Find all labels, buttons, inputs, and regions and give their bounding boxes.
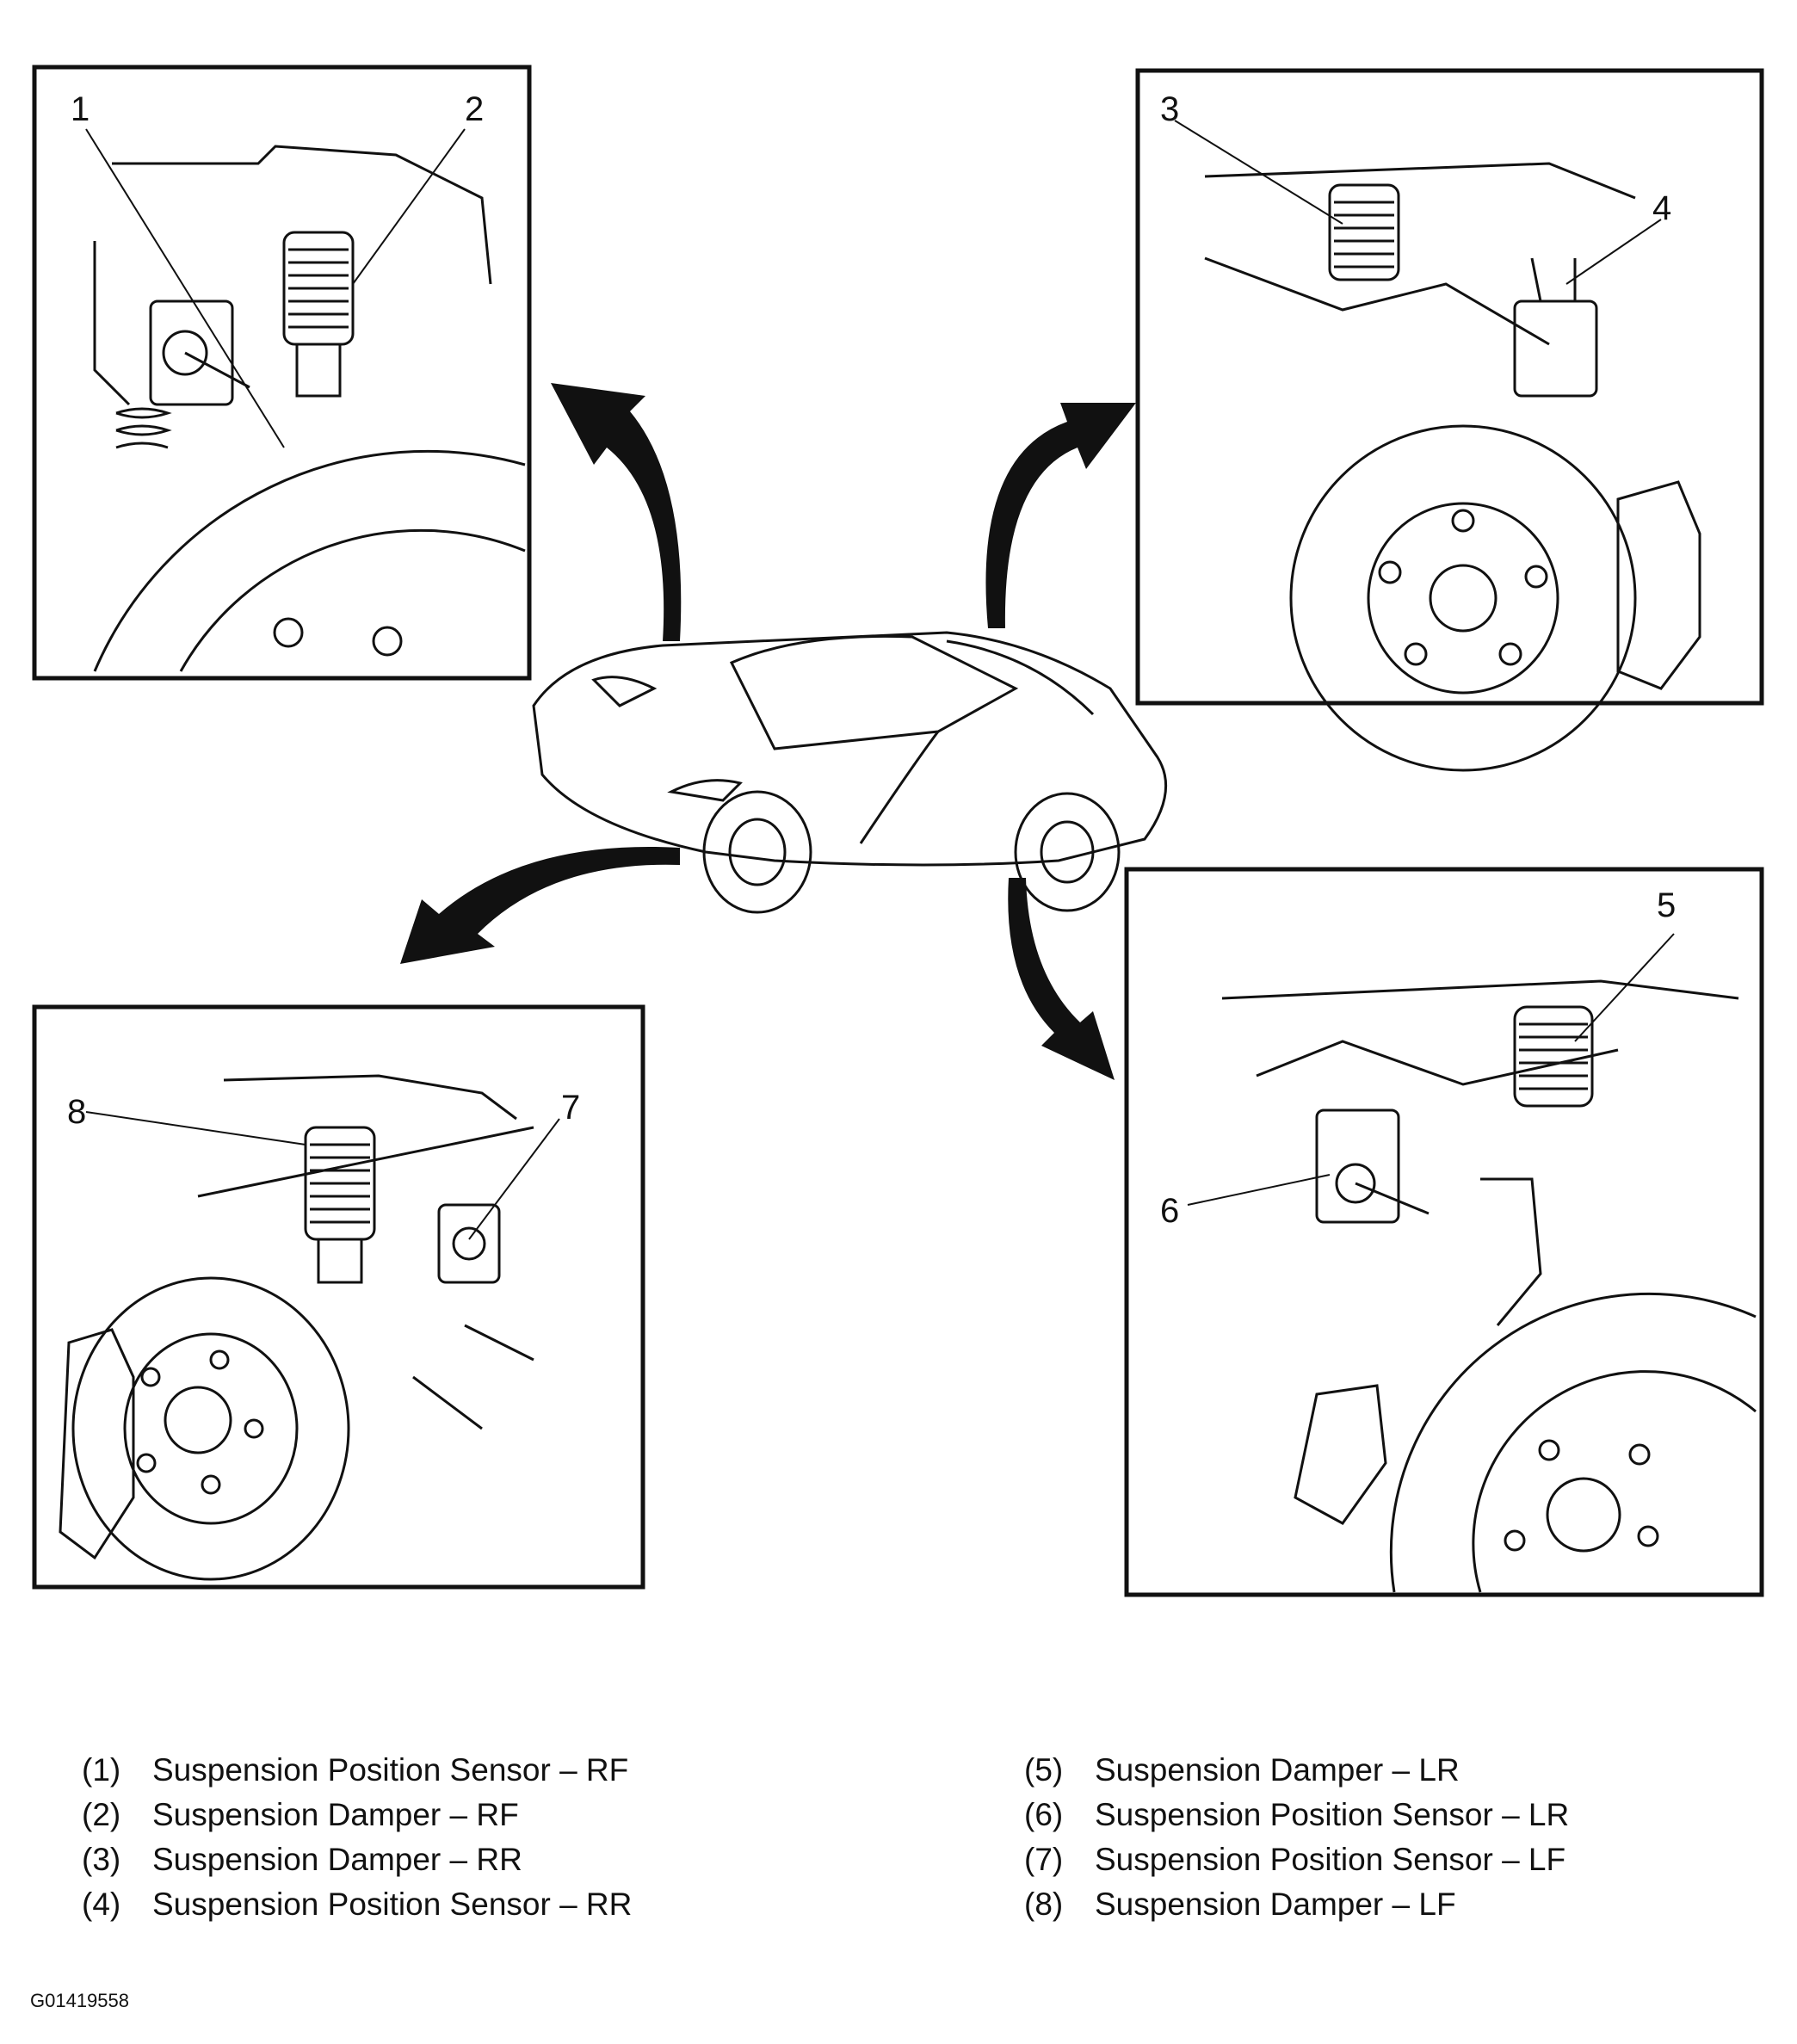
legend-item-6: (6) Suspension Position Sensor – LR — [1024, 1796, 1569, 1834]
legend-text: Suspension Damper – LR — [1095, 1752, 1460, 1788]
damper-rf — [282, 231, 355, 398]
callout-7: 7 — [561, 1089, 580, 1127]
sensor-rr — [1513, 257, 1598, 398]
damper-rr — [1328, 183, 1400, 281]
inset-lf — [32, 1004, 645, 1590]
legend-text: Suspension Damper – LF — [1095, 1887, 1456, 1922]
arrow-to-rr — [985, 403, 1136, 628]
legend-num: (4) — [82, 1887, 121, 1922]
legend-item-1: (1) Suspension Position Sensor – RF — [82, 1751, 628, 1789]
legend-text: Suspension Damper – RF — [152, 1797, 519, 1832]
legend-text: Suspension Damper – RR — [152, 1842, 522, 1877]
legend-text: Suspension Position Sensor – RR — [152, 1887, 633, 1922]
sensor-rf — [149, 299, 250, 406]
legend-item-3: (3) Suspension Damper – RR — [82, 1841, 522, 1879]
callout-1: 1 — [71, 90, 90, 128]
inset-rr — [1135, 68, 1764, 772]
legend-num: (7) — [1024, 1842, 1064, 1877]
legend-item-2: (2) Suspension Damper – RF — [82, 1796, 519, 1834]
legend-text: Suspension Position Sensor – RF — [152, 1752, 629, 1788]
callout-8: 8 — [67, 1093, 86, 1131]
arrow-to-lr — [1008, 878, 1115, 1080]
sensor-lr — [1315, 1108, 1430, 1224]
callout-4: 4 — [1652, 189, 1671, 227]
legend: (1) Suspension Position Sensor – RF (2) Su… — [0, 1751, 1797, 1941]
legend-item-5: (5) Suspension Damper – LR — [1024, 1751, 1460, 1789]
legend-text: Suspension Position Sensor – LF — [1095, 1842, 1566, 1877]
legend-item-4: (4) Suspension Position Sensor – RR — [82, 1886, 632, 1924]
callout-6: 6 — [1160, 1192, 1179, 1230]
inset-lr — [1124, 867, 1764, 1597]
legend-item-8: (8) Suspension Damper – LF — [1024, 1886, 1456, 1924]
sensor-lf — [437, 1203, 501, 1284]
callout-5: 5 — [1657, 886, 1676, 924]
legend-num: (8) — [1024, 1887, 1064, 1922]
legend-num: (1) — [82, 1752, 121, 1788]
callout-2: 2 — [465, 90, 484, 128]
arrow-to-lf — [400, 846, 680, 964]
legend-num: (6) — [1024, 1797, 1064, 1832]
suspension-diagram: 1 2 3 4 — [32, 65, 1764, 1597]
damper-lf — [304, 1126, 376, 1284]
callout-3: 3 — [1160, 90, 1179, 128]
legend-num: (3) — [82, 1842, 121, 1877]
legend-num: (2) — [82, 1797, 121, 1832]
arrow-to-rf — [551, 383, 682, 641]
inset-rf — [32, 65, 532, 681]
legend-num: (5) — [1024, 1752, 1064, 1788]
figure-id: G01419558 — [30, 1990, 129, 2011]
legend-text: Suspension Position Sensor – LR — [1095, 1797, 1570, 1832]
car-illustration — [532, 631, 1168, 914]
damper-lr — [1513, 1005, 1594, 1108]
legend-item-7: (7) Suspension Position Sensor – LF — [1024, 1841, 1565, 1879]
